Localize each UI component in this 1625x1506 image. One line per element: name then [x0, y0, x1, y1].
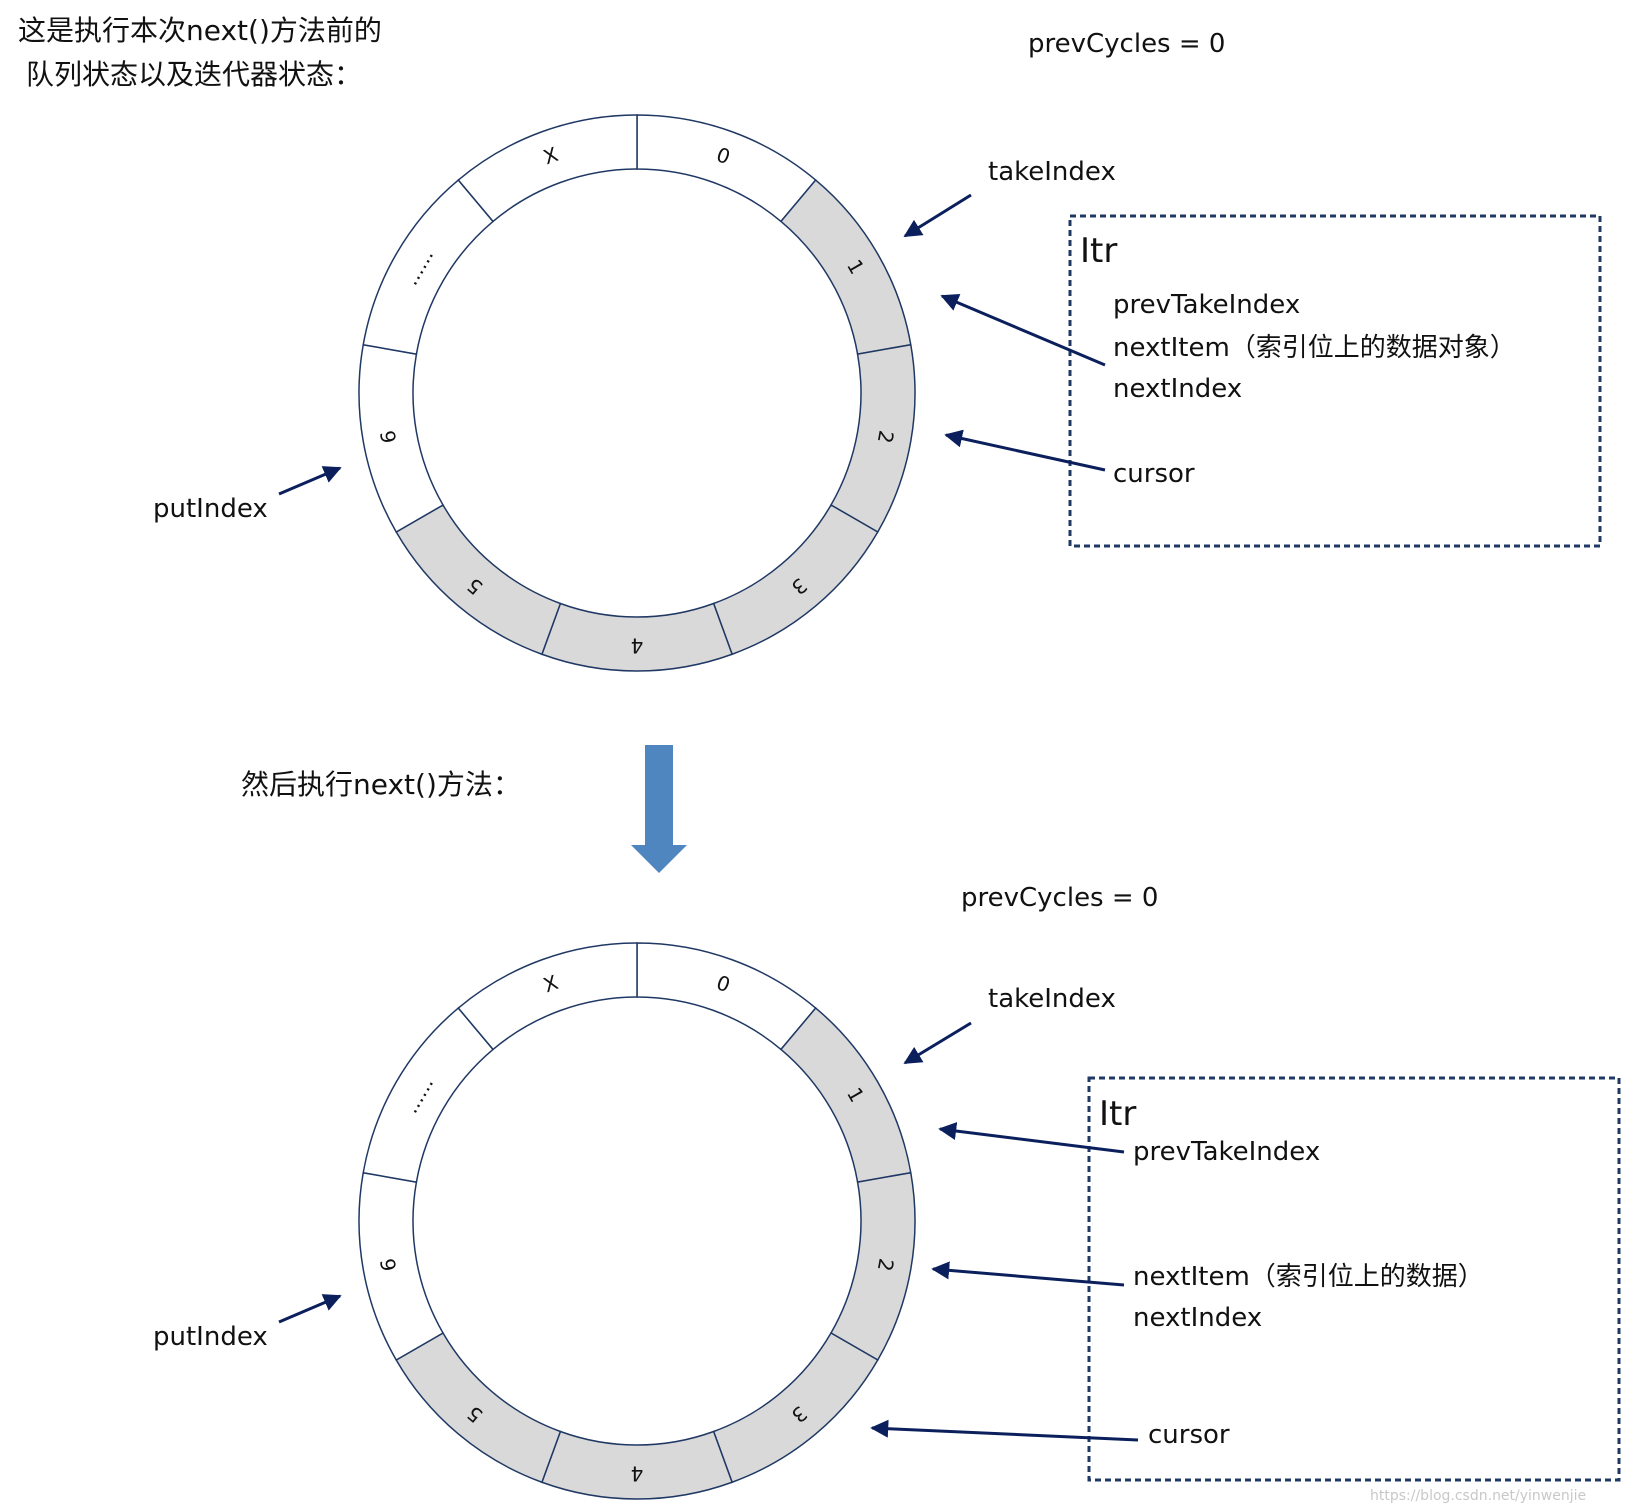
- before-segment-6: [358, 343, 445, 534]
- cursor-arrow-after: [870, 1419, 1139, 1442]
- put-index-label-after: putIndex: [153, 1322, 268, 1352]
- prev-cycles-after: prevCycles = 0: [961, 883, 1158, 913]
- itr-title-before: Itr: [1080, 231, 1117, 271]
- intro-line-1: 这是执行本次next()方法前的: [18, 14, 382, 47]
- intro-line-2: 队列状态以及迭代器状态：: [26, 58, 362, 91]
- then-label: 然后执行next()方法：: [241, 768, 521, 801]
- after-segment-2: [829, 1171, 916, 1362]
- next-index-after: nextIndex: [1133, 1303, 1262, 1333]
- take-index-label-after: takeIndex: [988, 984, 1116, 1014]
- after-segment-6: [358, 1171, 445, 1362]
- next-item-arrow-after: [931, 1261, 1125, 1287]
- take-index-arrow-before: [903, 193, 972, 238]
- next-item-before: nextItem（索引位上的数据对象）: [1113, 333, 1516, 363]
- put-index-arrow-after: [278, 1294, 342, 1324]
- after-segment-label-4: 4: [631, 1462, 644, 1486]
- next-item-arrow-before: [940, 294, 1106, 367]
- itr-box-after: [1087, 1076, 1621, 1482]
- itr-title-after: Itr: [1099, 1094, 1136, 1134]
- put-index-label-before: putIndex: [153, 494, 268, 524]
- prev-cycles-before: prevCycles = 0: [1028, 29, 1225, 59]
- watermark: https://blog.csdn.net/yinwenjie: [1370, 1488, 1586, 1504]
- take-index-arrow-after: [903, 1021, 972, 1065]
- cursor-arrow-before: [944, 429, 1106, 472]
- put-index-arrow-before: [278, 466, 342, 496]
- after-segment-label-6: 6: [375, 1256, 401, 1273]
- before-segment-label-4: 4: [631, 634, 644, 658]
- take-index-label-before: takeIndex: [988, 157, 1116, 187]
- cursor-before: cursor: [1113, 459, 1195, 489]
- down-arrow: [631, 745, 687, 873]
- before-segment-label-6: 6: [375, 428, 401, 445]
- before-segment-label-2: 2: [873, 428, 899, 445]
- next-index-before: nextIndex: [1113, 374, 1242, 404]
- prev-take-index-before: prevTakeIndex: [1113, 290, 1300, 320]
- before-segment-8: [457, 114, 638, 223]
- cursor-after: cursor: [1148, 1420, 1230, 1450]
- after-segment-label-2: 2: [873, 1256, 899, 1273]
- prev-take-index-after: prevTakeIndex: [1133, 1137, 1320, 1167]
- before-segment-2: [829, 343, 916, 534]
- prev-take-index-arrow-after: [938, 1122, 1125, 1154]
- itr-box-before: [1068, 214, 1602, 548]
- after-segment-8: [457, 942, 638, 1051]
- before-segment-0: [636, 114, 817, 223]
- next-item-after: nextItem（索引位上的数据）: [1133, 1262, 1484, 1292]
- after-segment-0: [636, 942, 817, 1051]
